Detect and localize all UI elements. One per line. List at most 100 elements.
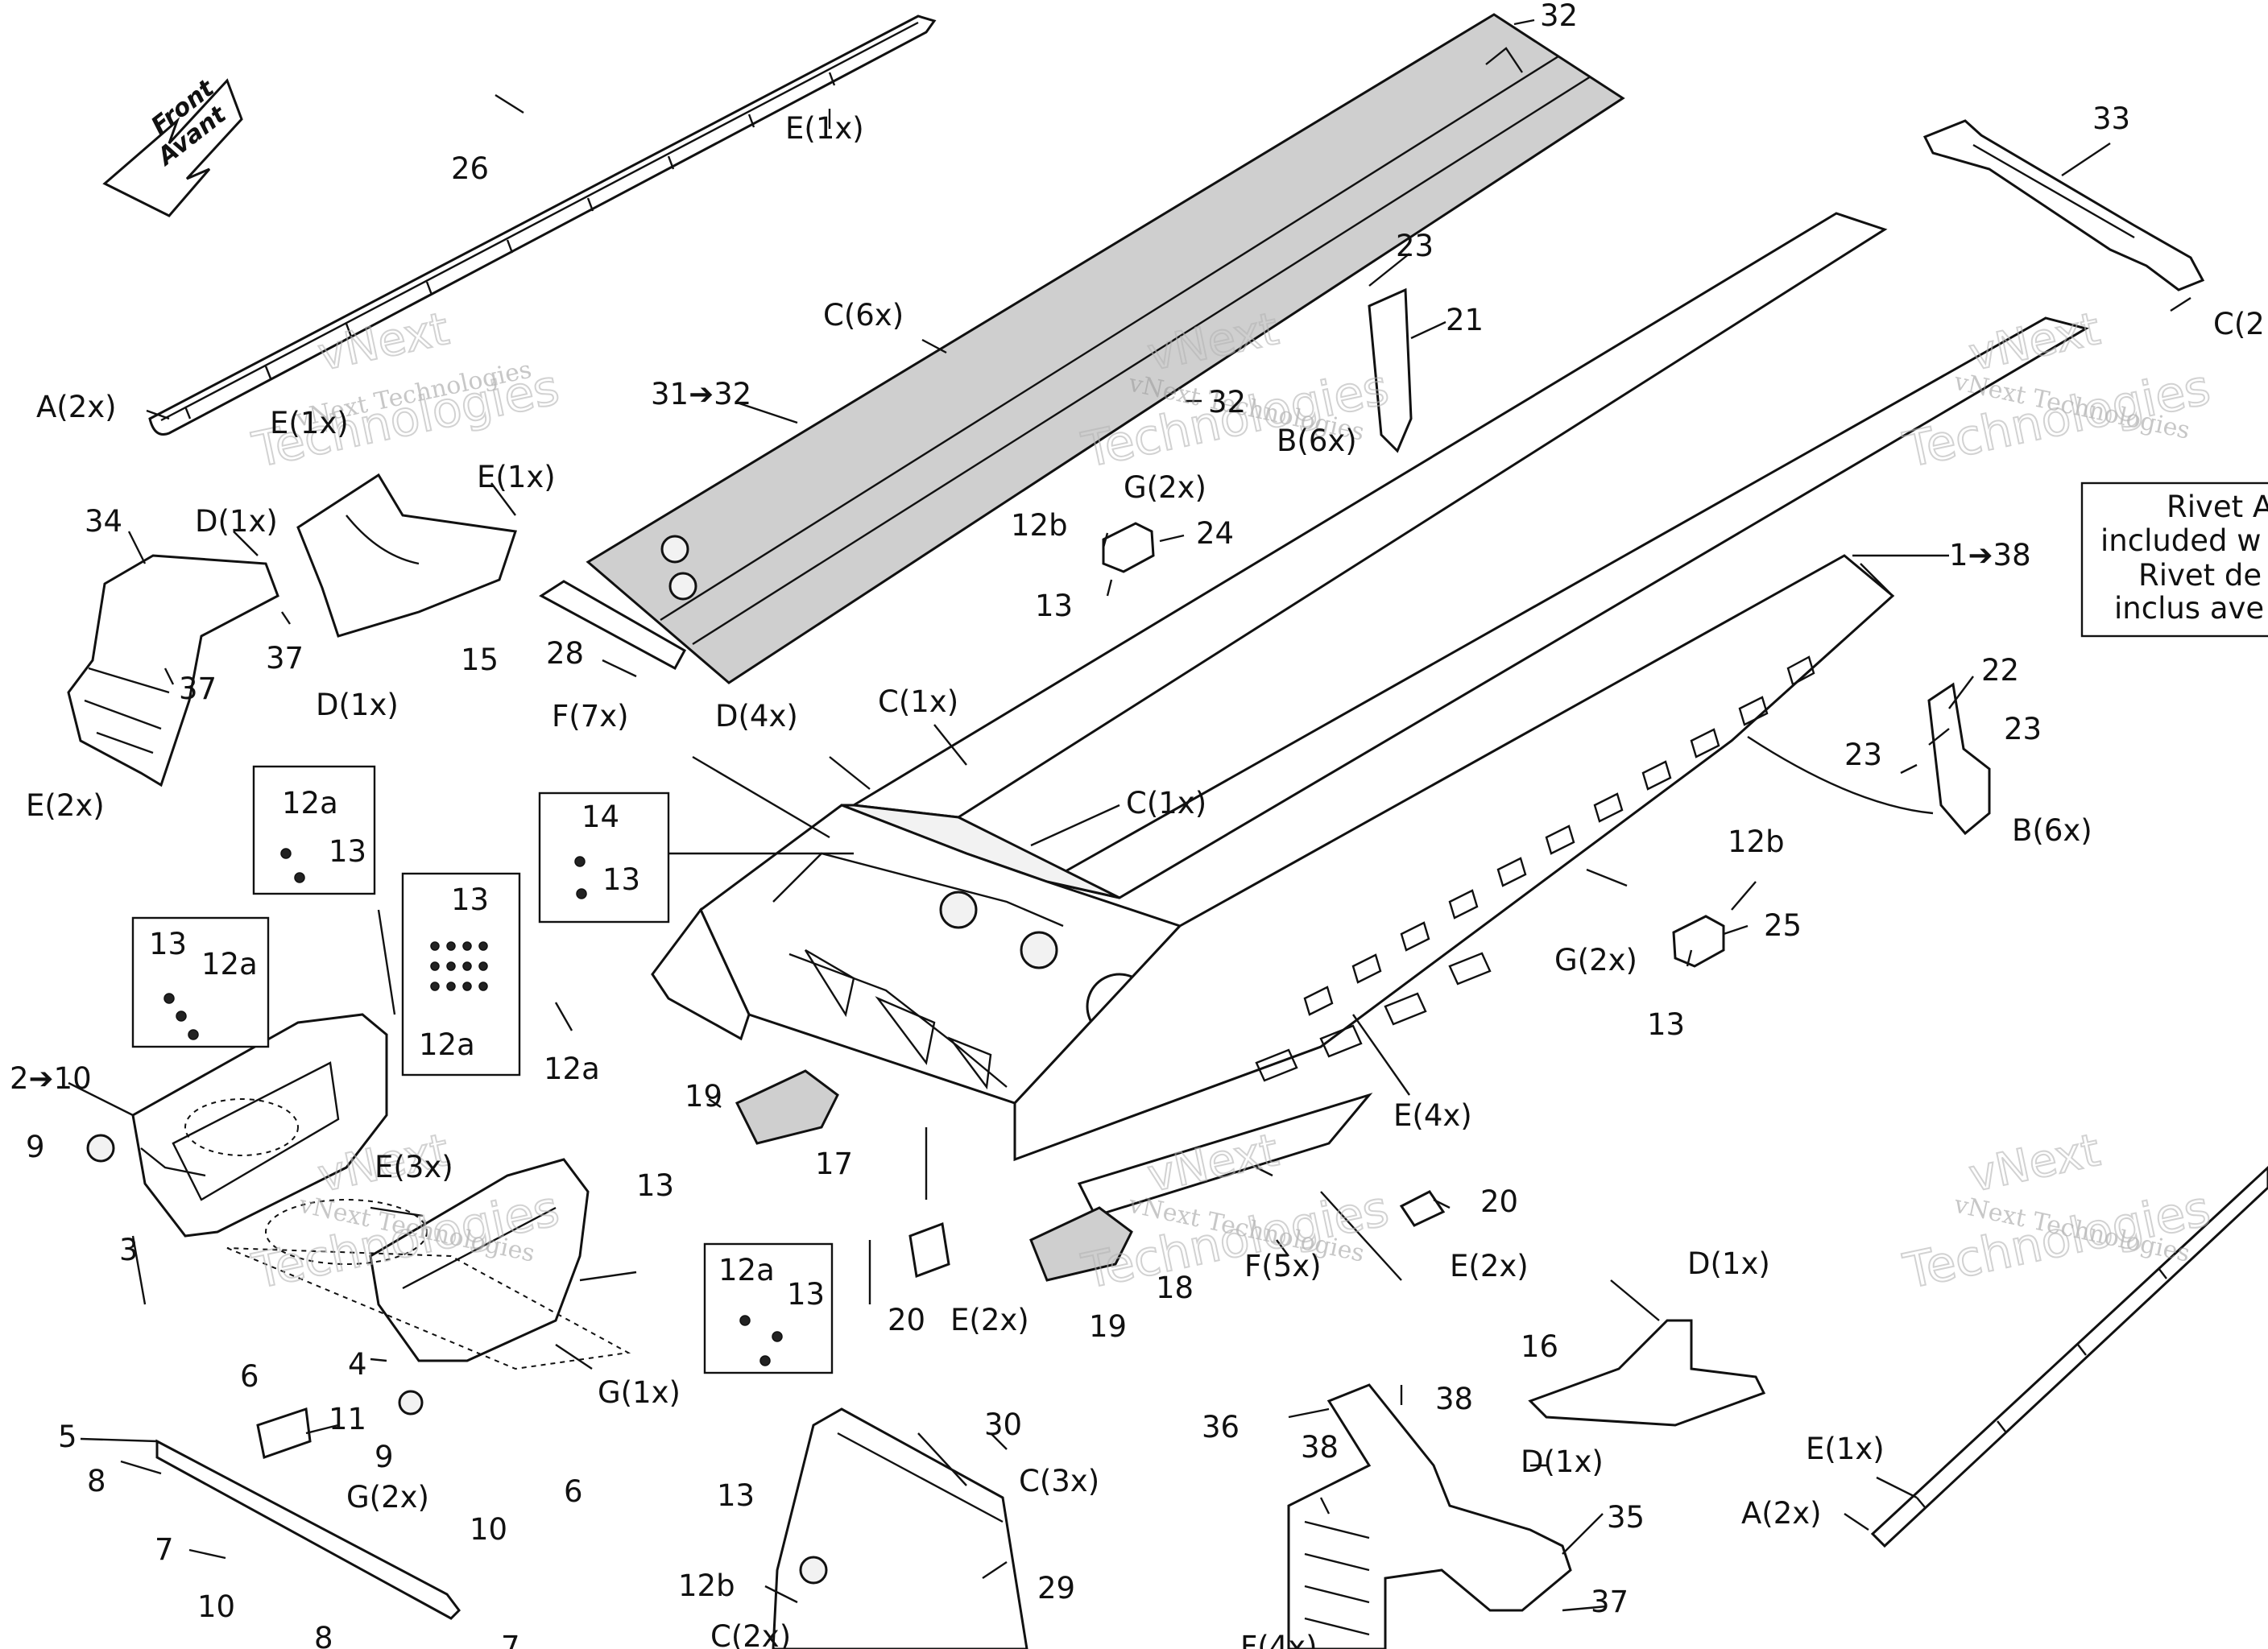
part-22-plate <box>1927 682 1991 836</box>
part-28 <box>539 580 687 671</box>
part-11 <box>256 1407 312 1459</box>
label-37-c: 37 <box>1591 1585 1629 1619</box>
label-f4x: F(4x) <box>1240 1630 1318 1649</box>
part-20-plate-a <box>908 1221 950 1279</box>
label-e2x-c: E(2x) <box>950 1303 1029 1337</box>
label-13-e: 13 <box>149 927 187 961</box>
label-e1x-c: E(1x) <box>477 460 556 494</box>
label-e4x: E(4x) <box>1393 1098 1472 1133</box>
label-23-c: 23 <box>1844 738 1882 772</box>
part-labels: 32 26 E(1x) 33 C(2 C(6x) 23 21 A(2x) E(1… <box>10 0 2265 1649</box>
label-a2x-a: A(2x) <box>36 390 117 424</box>
label-20-b: 20 <box>888 1303 925 1337</box>
label-21: 21 <box>1446 303 1484 337</box>
part-21-plate <box>1368 287 1413 453</box>
fastener-icons <box>163 848 783 1366</box>
part-24-bracket <box>1102 522 1155 573</box>
label-13-b: 13 <box>329 834 366 869</box>
label-6-a: 6 <box>240 1359 259 1394</box>
rivet-note-line-4: inclus ave <box>2114 591 2264 626</box>
leader-lines <box>68 19 2191 1612</box>
label-c6x: C(6x) <box>823 298 904 333</box>
main-tunnel <box>651 212 2089 1217</box>
label-12b-b: 12b <box>1728 824 1785 859</box>
label-37-a: 37 <box>266 641 304 676</box>
label-d1x-b: D(1x) <box>316 688 399 722</box>
label-7-a: 7 <box>155 1532 174 1567</box>
part-17-footrest <box>735 1069 839 1145</box>
label-f5x: F(5x) <box>1244 1249 1322 1283</box>
label-13-h: 13 <box>787 1277 825 1312</box>
label-e3x: E(3x) <box>375 1150 453 1184</box>
label-8-b: 8 <box>314 1621 333 1649</box>
label-24: 24 <box>1196 516 1234 551</box>
label-a2x-b: A(2x) <box>1741 1496 1822 1531</box>
label-15: 15 <box>461 643 499 677</box>
label-d4x: D(4x) <box>715 699 798 734</box>
rivet-note: Rivet A included w Rivet de inclus ave <box>2080 481 2268 638</box>
callout-box-12a-13 <box>252 765 376 895</box>
side-cutouts <box>1255 655 1815 1082</box>
callout-box-14-13 <box>538 791 670 924</box>
callout-box-13-12a-grid <box>401 872 521 1077</box>
label-g2x-c: G(2x) <box>346 1480 429 1515</box>
label-g2x-b: G(2x) <box>1554 943 1637 977</box>
label-32-mid: 32 <box>1208 385 1246 419</box>
label-5: 5 <box>58 1420 77 1454</box>
label-d1x-a: D(1x) <box>195 504 278 539</box>
part-20-plate-b <box>1399 1190 1446 1227</box>
label-9-b: 9 <box>375 1440 394 1474</box>
label-38-b: 38 <box>1301 1430 1339 1465</box>
label-28: 28 <box>546 636 584 671</box>
label-c3x: C(3x) <box>1019 1464 1099 1498</box>
label-1-38: 1➔38 <box>1949 538 2031 572</box>
label-35: 35 <box>1607 1500 1645 1535</box>
label-10-a: 10 <box>470 1512 507 1547</box>
label-34: 34 <box>85 504 122 539</box>
label-d1x-d: D(1x) <box>1521 1444 1604 1479</box>
part-4-frame <box>265 1158 590 1362</box>
label-19-a: 19 <box>685 1079 722 1114</box>
label-13-a: 13 <box>1035 589 1073 623</box>
part-5-rail <box>155 1439 461 1620</box>
label-e1x-d: E(1x) <box>1806 1432 1885 1466</box>
part-9-bushing-a <box>86 1134 115 1163</box>
label-33: 33 <box>2092 101 2130 136</box>
label-4: 4 <box>348 1347 367 1382</box>
part-33-bracket <box>1922 119 2205 291</box>
label-12b-a: 12b <box>1011 508 1068 543</box>
part-29-heat-exchanger <box>772 1407 1028 1649</box>
part-16-bracket <box>1528 1319 1766 1427</box>
svg-text:vNext: vNext <box>1964 303 2105 382</box>
part-35-bracket <box>1287 1383 1572 1649</box>
label-12a-e: 12a <box>718 1253 775 1287</box>
label-8-a: 8 <box>87 1464 106 1498</box>
label-31-32: 31➔32 <box>651 377 751 411</box>
label-13-i: 13 <box>717 1478 755 1513</box>
part-3-frame <box>131 1013 388 1238</box>
label-13-f: 13 <box>1647 1007 1685 1042</box>
callout-box-12a-13-low <box>703 1242 834 1374</box>
label-37-b: 37 <box>179 672 217 706</box>
label-12a-b: 12a <box>201 947 258 982</box>
label-g2x-a: G(2x) <box>1124 470 1206 505</box>
label-13-g: 13 <box>636 1168 674 1203</box>
label-25: 25 <box>1764 908 1802 943</box>
label-26: 26 <box>451 151 489 186</box>
label-13-c: 13 <box>602 862 640 897</box>
label-38-a: 38 <box>1435 1382 1473 1416</box>
front-arrow-icon: Front Avant <box>102 73 243 217</box>
label-c2x-b: C(2x) <box>710 1619 791 1649</box>
label-e1x-a: E(1x) <box>785 111 864 146</box>
right-rail <box>1870 1165 2268 1548</box>
label-30: 30 <box>984 1407 1022 1442</box>
label-e2x-a: E(2x) <box>26 788 105 823</box>
label-e2x-b: E(2x) <box>1450 1249 1529 1283</box>
part-g-dashed-plate <box>226 1247 631 1370</box>
label-d1x-c: D(1x) <box>1687 1246 1770 1281</box>
label-16: 16 <box>1521 1329 1558 1364</box>
label-12a-c: 12a <box>419 1027 475 1062</box>
label-32-top: 32 <box>1540 0 1578 33</box>
label-29: 29 <box>1037 1571 1075 1606</box>
